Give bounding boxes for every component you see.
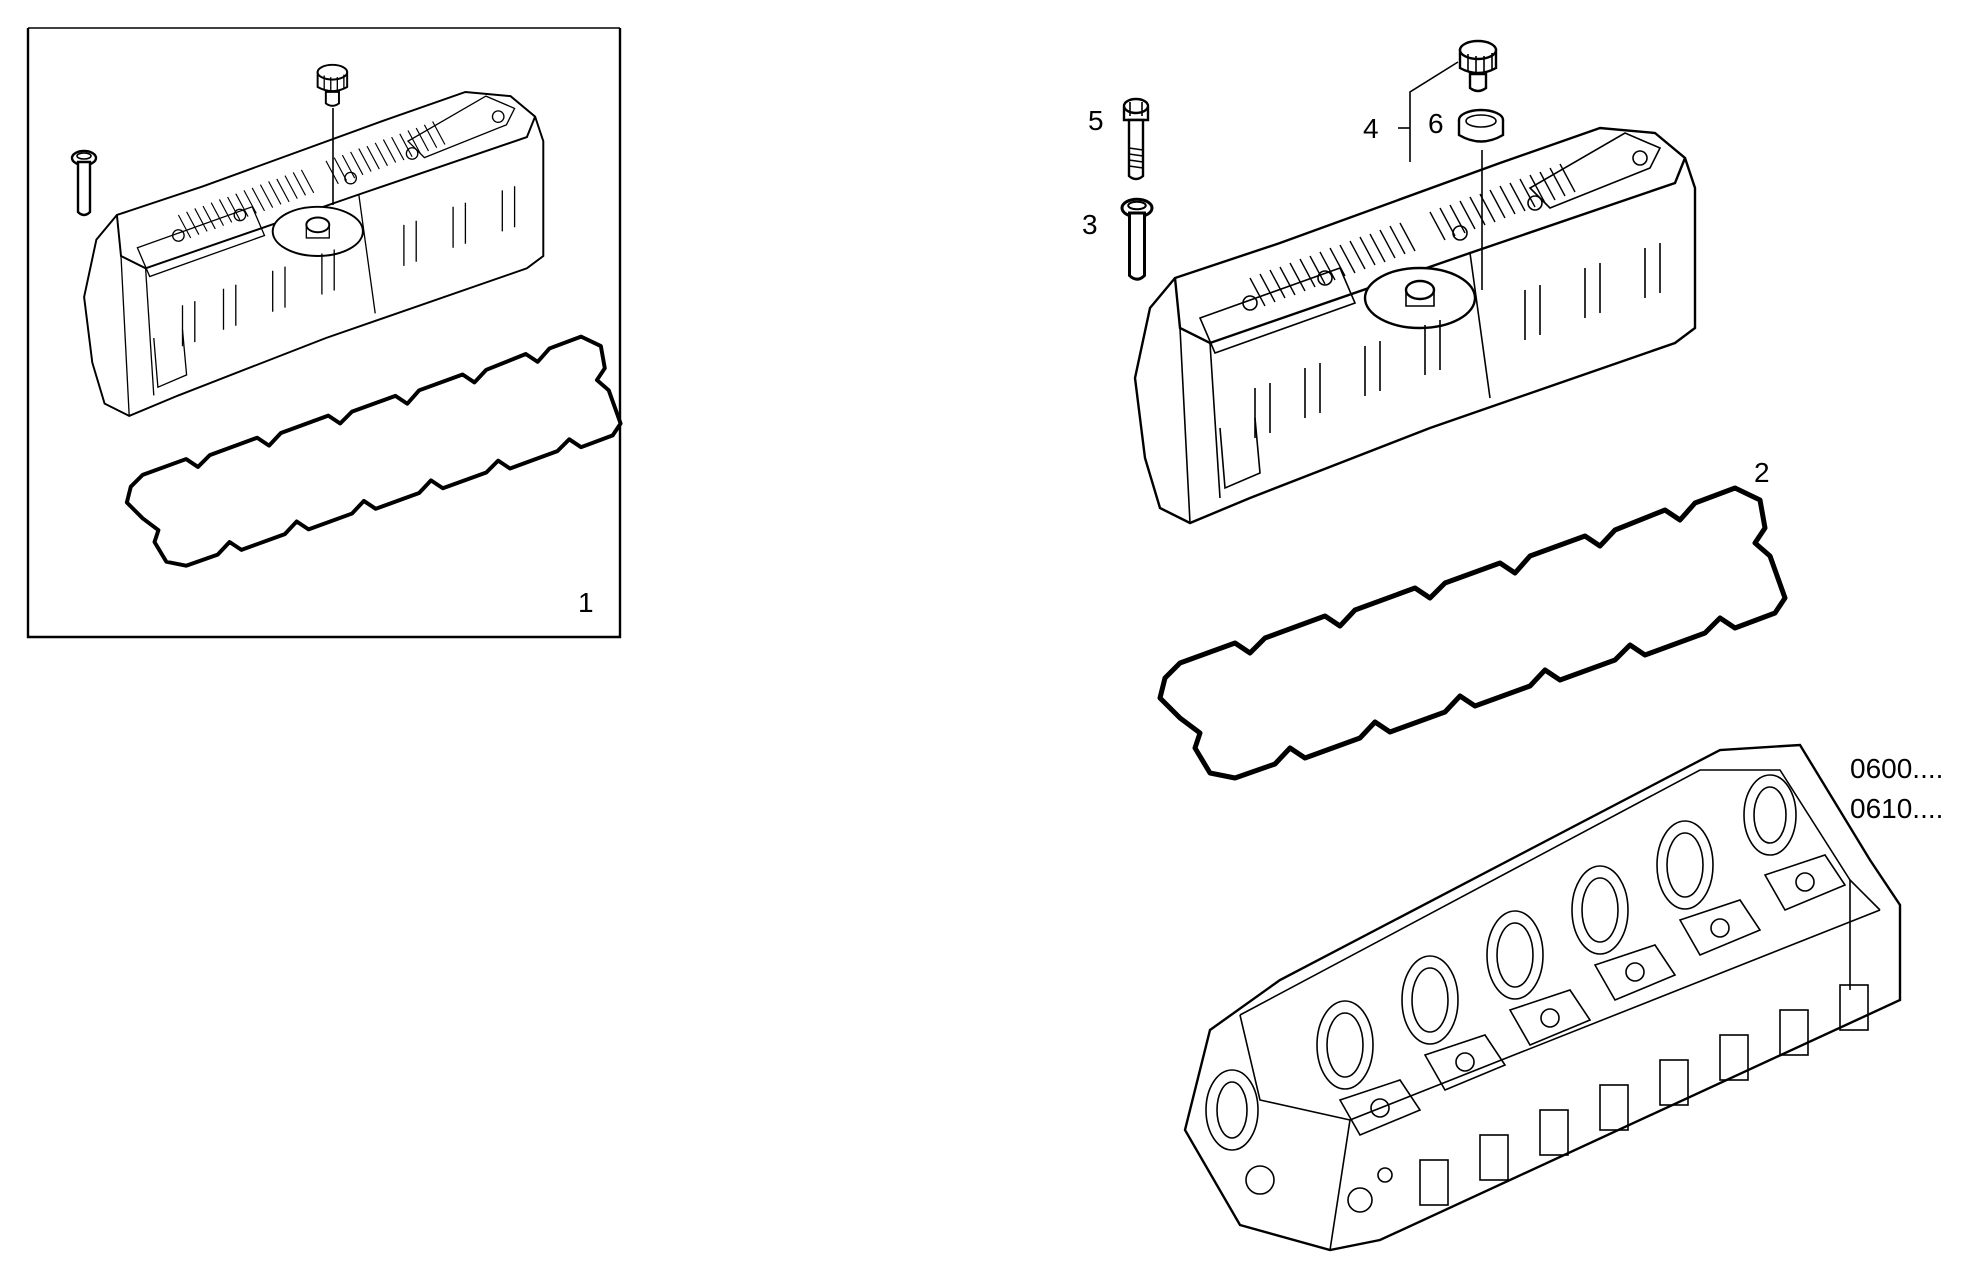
callout-2: 2 — [1754, 457, 1770, 488]
part-seal-ring — [1457, 108, 1505, 143]
main-gasket — [1160, 488, 1785, 778]
inset-screw — [70, 149, 98, 217]
callout-4: 4 — [1363, 113, 1379, 144]
callout-6: 6 — [1428, 108, 1444, 139]
callout-5: 5 — [1088, 105, 1104, 136]
callout-3: 3 — [1082, 209, 1098, 240]
reference-0600: 0600.... — [1850, 753, 1943, 784]
part-screw-long — [1120, 197, 1154, 281]
inset-cover — [83, 91, 545, 417]
inset-cap — [316, 63, 349, 107]
bracket-4 — [1409, 61, 1459, 162]
cylinder-head — [1183, 743, 1902, 1252]
kit-inset: 1 — [26, 27, 623, 639]
reference-0610: 0610.... — [1850, 793, 1943, 824]
part-screw-flanged — [1122, 97, 1150, 181]
part-cap — [1458, 39, 1498, 93]
callout-1: 1 — [578, 587, 594, 618]
main-cover — [1133, 126, 1697, 525]
